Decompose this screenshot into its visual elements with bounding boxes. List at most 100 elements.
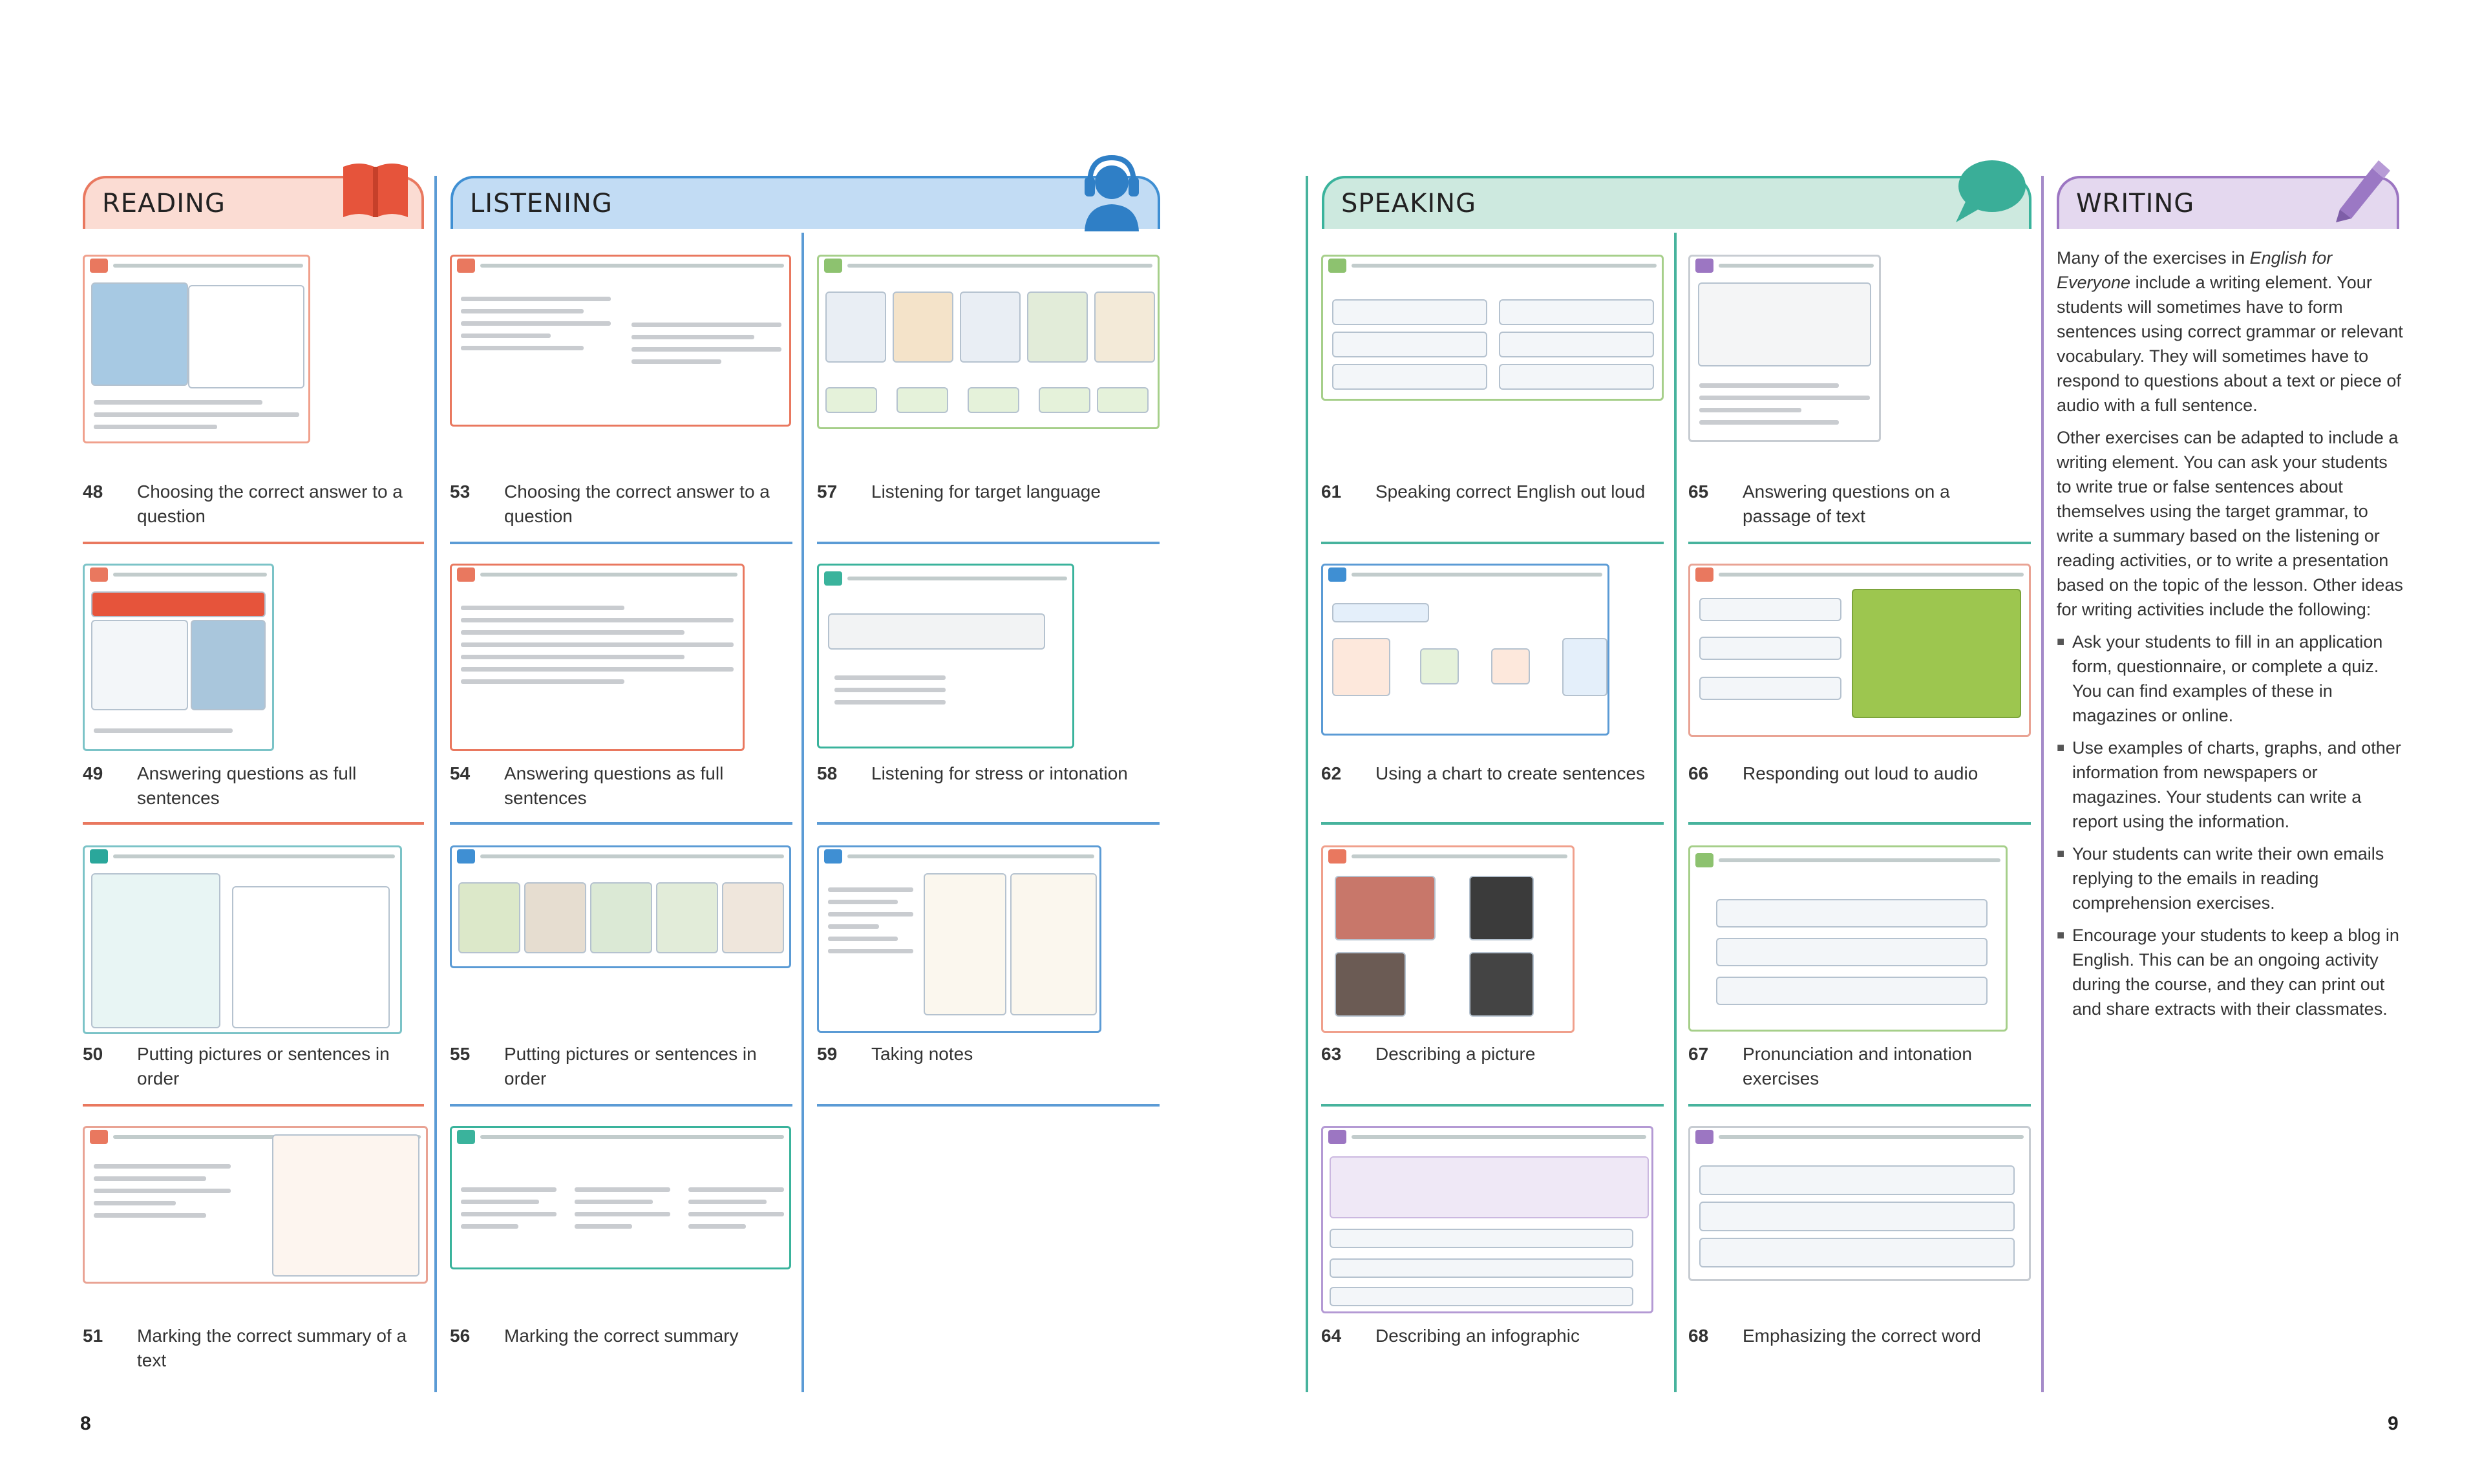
page-number: 58	[817, 763, 838, 783]
speaking-separator	[1688, 822, 2031, 825]
exercise-label: 67 Pronunciation and intonation exercise…	[1688, 1042, 1988, 1091]
exercise-thumbnail	[1321, 255, 1664, 401]
exercise-label: 58 Listening for stress or intonation	[817, 761, 1143, 786]
page-number: 68	[1688, 1326, 1709, 1346]
listening-separator	[450, 1104, 792, 1107]
speech-bubble-icon	[1956, 160, 2026, 222]
exercise-label: 68 Emphasizing the correct word	[1688, 1324, 2014, 1348]
exercise-title: Choosing the correct answer to a questio…	[504, 482, 770, 526]
exercise-title: Putting pictures or sentences in order	[137, 1044, 390, 1088]
exercise-label: 49 Answering questions as full sentences	[83, 761, 383, 811]
writing-paragraph: Other exercises can be adapted to includ…	[2057, 428, 2403, 619]
speaking-separator	[1321, 1104, 1664, 1107]
speaking-column-border	[1306, 176, 1308, 1392]
speaking-title: SPEAKING	[1341, 189, 1477, 218]
reading-separator	[83, 822, 424, 825]
exercise-title: Taking notes	[871, 1044, 973, 1064]
exercise-label: 51 Marking the correct summary of a text	[83, 1324, 408, 1373]
exercise-title: Describing a picture	[1375, 1044, 1536, 1064]
reading-separator	[83, 1104, 424, 1107]
writing-bullet: Encourage your students to keep a blog i…	[2057, 923, 2406, 1021]
exercise-thumbnail	[1321, 564, 1609, 736]
speaking-separator	[1321, 822, 1664, 825]
exercise-label: 65 Answering questions on a passage of t…	[1688, 480, 2014, 529]
page-number: 50	[83, 1044, 103, 1064]
exercise-label: 55 Putting pictures or sentences in orde…	[450, 1042, 776, 1091]
page-number: 67	[1688, 1044, 1709, 1064]
exercise-label: 63 Describing a picture	[1321, 1042, 1647, 1066]
page-number: 57	[817, 482, 838, 502]
exercise-thumbnail	[817, 845, 1101, 1033]
page-number: 55	[450, 1044, 471, 1064]
page-number: 61	[1321, 482, 1342, 502]
page-number: 66	[1688, 763, 1709, 783]
exercise-thumbnail	[817, 255, 1160, 429]
exercise-thumbnail	[83, 564, 274, 751]
exercise-title: Marking the correct summary of a text	[137, 1326, 407, 1370]
exercise-thumbnail	[83, 255, 310, 443]
exercise-label: 54 Answering questions as full sentences	[450, 761, 750, 811]
exercise-title: Answering questions as full sentences	[137, 763, 357, 808]
page-number: 63	[1321, 1044, 1342, 1064]
exercise-title: Describing an infographic	[1375, 1326, 1580, 1346]
exercise-title: Choosing the correct answer to a questio…	[137, 482, 403, 526]
listening-title: LISTENING	[470, 189, 613, 218]
pencil-icon	[2336, 160, 2390, 222]
listening-separator	[817, 822, 1160, 825]
page-number: 59	[817, 1044, 838, 1064]
page-number: 51	[83, 1326, 103, 1346]
listening-column-border	[434, 176, 437, 1392]
exercise-label: 56 Marking the correct summary	[450, 1324, 776, 1348]
exercise-label: 61 Speaking correct English out loud	[1321, 480, 1647, 504]
reading-separator	[83, 542, 424, 544]
exercise-thumbnail	[1321, 845, 1575, 1033]
page-number: 64	[1321, 1326, 1342, 1346]
exercise-thumbnail	[83, 1126, 428, 1284]
page-number: 53	[450, 482, 471, 502]
exercise-thumbnail	[450, 564, 745, 751]
speaking-separator	[1688, 1104, 2031, 1107]
listening-separator	[450, 542, 792, 544]
page-number: 56	[450, 1326, 471, 1346]
headphones-person-icon	[1085, 154, 1139, 231]
exercise-title: Marking the correct summary	[504, 1326, 739, 1346]
page-number-right: 9	[2388, 1413, 2399, 1434]
exercise-label: 66 Responding out loud to audio	[1688, 761, 2014, 786]
writing-paragraph: Many of the exercises in English for Eve…	[2057, 248, 2403, 415]
exercise-thumbnail	[1688, 255, 1881, 442]
exercise-label: 57 Listening for target language	[817, 480, 1143, 504]
exercise-title: Emphasizing the correct word	[1743, 1326, 1981, 1346]
page-number: 54	[450, 763, 471, 783]
exercise-thumbnail	[450, 1126, 791, 1269]
listening-column-divider	[801, 233, 804, 1392]
exercise-thumbnail	[1688, 845, 2008, 1032]
exercise-title: Speaking correct English out loud	[1375, 482, 1646, 502]
writing-bullet: Ask your students to fill in an applicat…	[2057, 630, 2406, 728]
exercise-thumbnail	[450, 845, 791, 968]
writing-column-border	[2041, 176, 2044, 1392]
writing-title: WRITING	[2076, 189, 2195, 218]
speaking-header: SPEAKING	[1322, 176, 2031, 229]
listening-separator	[450, 822, 792, 825]
speaking-separator	[1321, 542, 1664, 544]
page-number-left: 8	[80, 1413, 91, 1434]
exercise-title: Answering questions on a passage of text	[1743, 482, 1950, 526]
exercise-thumbnail	[1688, 1126, 2031, 1281]
page-number: 49	[83, 763, 103, 783]
exercise-title: Putting pictures or sentences in order	[504, 1044, 757, 1088]
exercise-title: Using a chart to create sentences	[1375, 763, 1646, 783]
page-number: 48	[83, 482, 103, 502]
page-number: 62	[1321, 763, 1342, 783]
exercise-thumbnail	[450, 255, 791, 427]
listening-separator	[817, 542, 1160, 544]
exercise-thumbnail	[817, 564, 1074, 748]
speaking-column-divider	[1674, 233, 1677, 1392]
exercise-thumbnail	[1321, 1126, 1653, 1313]
exercise-label: 48 Choosing the correct answer to a ques…	[83, 480, 408, 529]
exercise-thumbnail	[1688, 564, 2031, 737]
exercise-label: 62 Using a chart to create sentences	[1321, 761, 1647, 786]
exercise-title: Answering questions as full sentences	[504, 763, 724, 808]
writing-bullet: Your students can write their own emails…	[2057, 842, 2406, 915]
writing-body: Many of the exercises in English for Eve…	[2057, 246, 2406, 1029]
exercise-label: 64 Describing an infographic	[1321, 1324, 1647, 1348]
